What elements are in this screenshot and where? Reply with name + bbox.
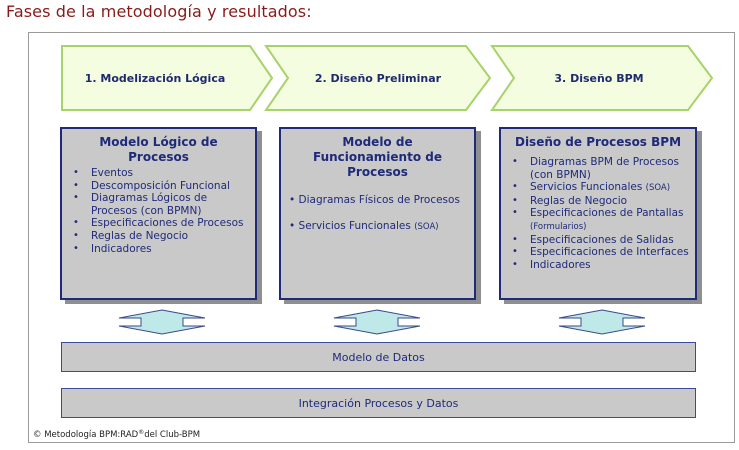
- panel-2-title-line1: Modelo de: [342, 135, 413, 149]
- double-arrow-icon: [118, 309, 206, 335]
- list-item-text: Servicios Funcionales: [298, 220, 415, 232]
- panel-2-title: Modelo de Funcionamiento de Procesos: [285, 135, 470, 180]
- double-arrow-icon: [558, 309, 646, 335]
- data-model-bar: Modelo de Datos: [61, 342, 696, 372]
- list-item-note: (SOA): [645, 183, 671, 194]
- list-item: Especificaciones de Pantallas(Formulario…: [512, 207, 695, 233]
- list-item: Descomposición Funcional: [73, 180, 255, 193]
- list-item: Diagramas Lógicos de Procesos (con BPMN): [73, 192, 255, 217]
- copyright-suffix: del Club-BPM: [144, 430, 201, 440]
- list-item: Especificaciones de Procesos: [73, 217, 255, 230]
- phase-2-label: 2. Diseño Preliminar: [314, 71, 442, 85]
- phase-3-chevron: 3. Diseño BPM: [490, 44, 714, 112]
- list-item: Especificaciones de Salidas: [512, 234, 695, 247]
- list-item: Servicios Funcionales (SOA): [512, 181, 695, 195]
- panel-3-list: Diagramas BPM de Procesos (con BPMN) Ser…: [501, 156, 695, 271]
- list-item-note: (SOA): [414, 222, 439, 232]
- panel-3-title: Diseño de Procesos BPM: [514, 135, 682, 149]
- panel-1-title-line2: Procesos: [128, 150, 189, 164]
- registered-mark: ®: [138, 429, 145, 436]
- phase-1-chevron: 1. Modelización Lógica: [60, 44, 274, 112]
- list-item: • Diagramas Físicos de Procesos: [289, 194, 460, 206]
- list-item-text: Servicios Funcionales: [530, 181, 646, 194]
- list-item: Reglas de Negocio: [512, 195, 695, 208]
- list-item: Especificaciones de Interfaces: [512, 246, 695, 259]
- panel-2-title-line3: Procesos: [347, 165, 408, 179]
- list-item-text: Especificaciones de Pantallas: [530, 207, 684, 220]
- panel-diseno-bpm: Diseño de Procesos BPM Diagramas BPM de …: [499, 127, 697, 300]
- page-title: Fases de la metodología y resultados:: [6, 2, 312, 21]
- phase-3-label: 3. Diseño BPM: [554, 71, 644, 85]
- panel-modelo-logico: Modelo Lógico de Procesos Eventos Descom…: [60, 127, 257, 300]
- list-item-text: Diagramas Físicos de Procesos: [298, 194, 460, 206]
- panel-2-title-line2: Funcionamiento de: [313, 150, 442, 164]
- list-item-note: (Formularios): [530, 221, 587, 232]
- panel-1-title: Modelo Lógico de Procesos: [66, 135, 251, 165]
- list-item: Reglas de Negocio: [73, 230, 255, 243]
- copyright-notice: © Metodología BPM:RAD®del Club-BPM: [33, 429, 200, 440]
- panel-2-list: • Diagramas Físicos de Procesos • Servic…: [289, 194, 470, 234]
- copyright-prefix: © Metodología BPM:RAD: [33, 430, 139, 440]
- chevron-shape-3: [490, 45, 714, 111]
- phase-1-label: 1. Modelización Lógica: [84, 71, 226, 85]
- list-item: Indicadores: [512, 259, 695, 272]
- list-item: Eventos: [73, 167, 255, 180]
- panel-1-list: Eventos Descomposición Funcional Diagram…: [62, 167, 255, 255]
- list-item: • Servicios Funcionales (SOA): [289, 220, 439, 232]
- phase-2-chevron: 2. Diseño Preliminar: [264, 44, 492, 112]
- double-arrow-icon: [333, 309, 421, 335]
- chevron-shape-1: [61, 45, 274, 111]
- list-item: Indicadores: [73, 243, 255, 256]
- panel-modelo-funcionamiento: Modelo de Funcionamiento de Procesos • D…: [279, 127, 476, 300]
- list-item: Diagramas BPM de Procesos (con BPMN): [512, 156, 695, 181]
- panel-1-title-line1: Modelo Lógico de: [99, 135, 218, 149]
- integration-bar: Integración Procesos y Datos: [61, 388, 696, 418]
- chevron-shape-2: [264, 45, 492, 111]
